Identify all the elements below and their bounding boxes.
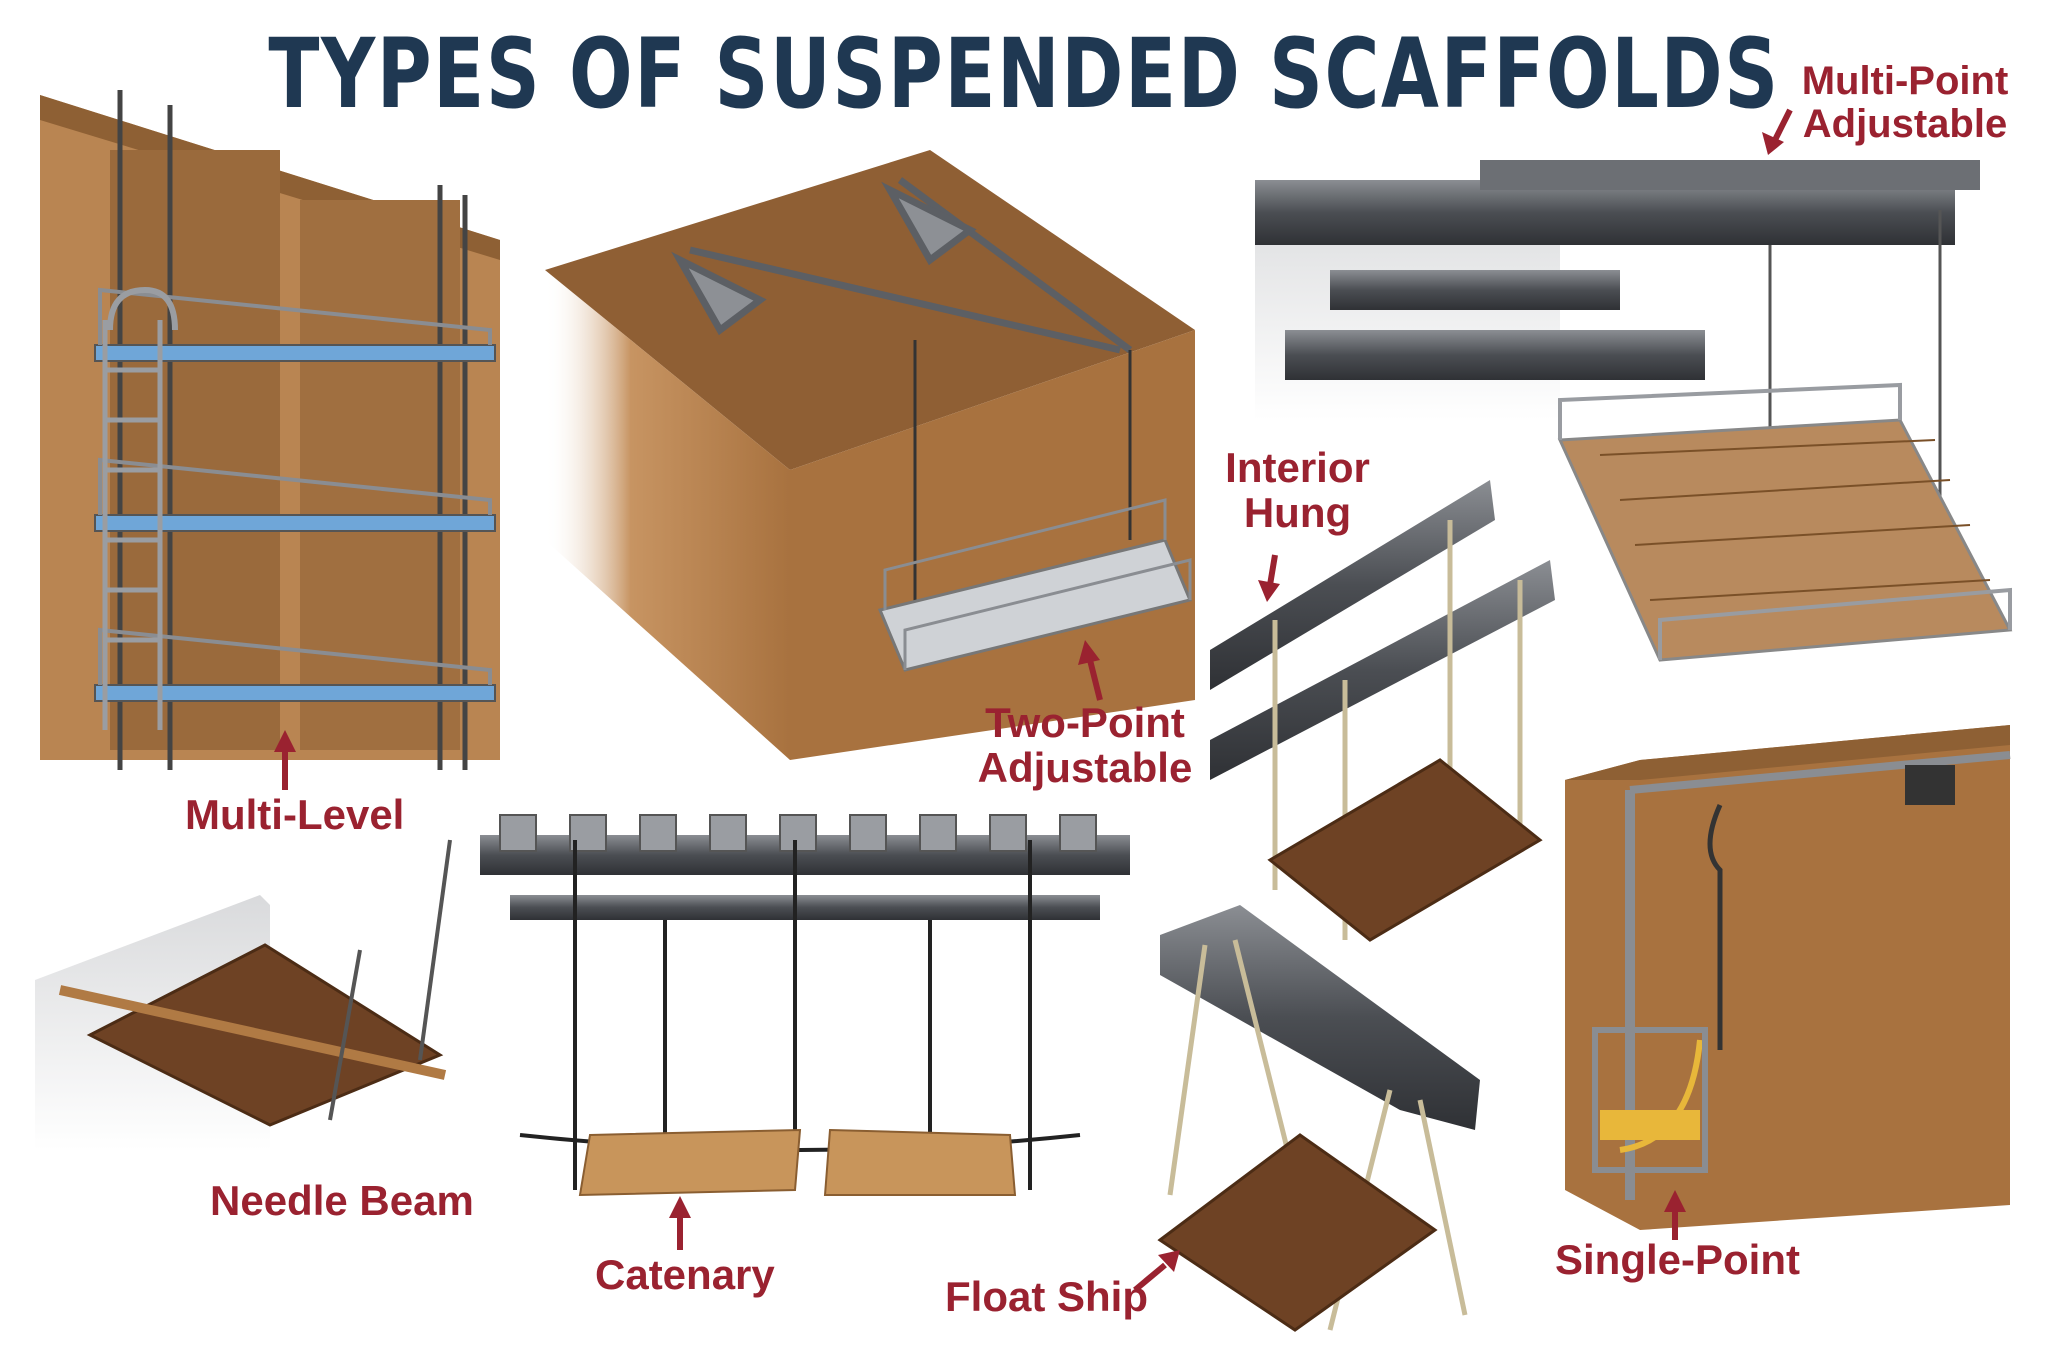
page-title: TYPES OF SUSPENDED SCAFFOLDS — [268, 18, 1780, 130]
arrow-catenary — [669, 1196, 691, 1250]
arrow-two-point — [1078, 640, 1103, 701]
label-single-point: Single-Point — [1555, 1236, 1800, 1283]
catenary-illustration — [480, 814, 1130, 1197]
arrow-interior-hung — [1258, 554, 1280, 602]
label-catenary: Catenary — [595, 1251, 775, 1298]
two-point-illustration — [545, 150, 1195, 760]
label-two-point-adjustable: Two-Point Adjustable — [977, 699, 1193, 792]
label-arrows — [274, 108, 1793, 1293]
arrow-multi-level — [274, 730, 296, 790]
interior-hung-illustration — [1210, 480, 1555, 942]
needle-beam-illustration — [35, 839, 452, 1150]
label-multi-level: Multi-Level — [185, 791, 405, 838]
label-needle-beam: Needle Beam — [210, 1177, 474, 1224]
arrow-float-ship — [1133, 1250, 1180, 1293]
arrow-multi-point — [1762, 108, 1793, 155]
multi-level-illustration — [40, 90, 500, 770]
multi-point-illustration — [1255, 160, 2013, 662]
label-float-ship: Float Ship — [945, 1273, 1148, 1320]
float-ship-illustration — [1157, 905, 1480, 1332]
label-interior-hung: Interior Hung — [1225, 444, 1370, 537]
arrow-single-point — [1664, 1190, 1686, 1240]
label-multi-point-adjustable: Multi-Point Adjustable — [1801, 59, 2009, 147]
single-point-illustration — [1565, 725, 2011, 1230]
